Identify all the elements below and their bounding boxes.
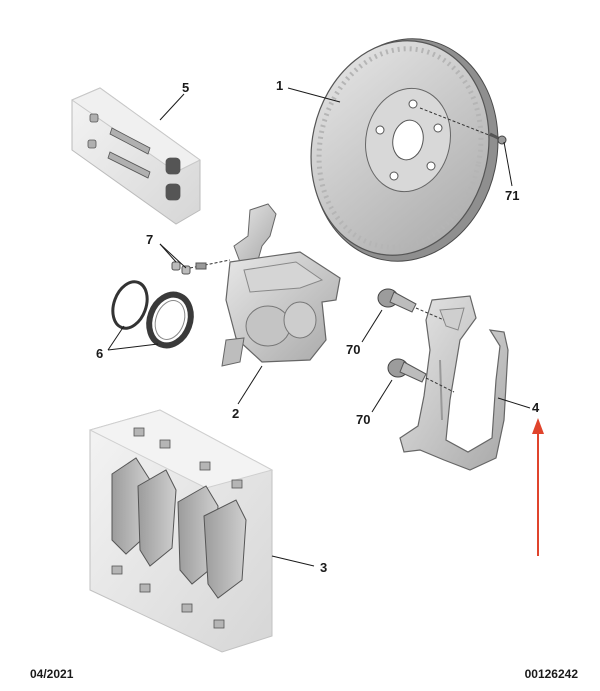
- callout-4: 4: [532, 400, 540, 415]
- reference-number: 00126242: [524, 667, 578, 681]
- callout-5: 5: [182, 80, 189, 95]
- bleed-screw: [171, 259, 231, 275]
- callout-7: 7: [146, 232, 153, 247]
- callout-3: 3: [320, 560, 327, 575]
- carrier-bolt-upper: [377, 288, 445, 321]
- guide-pin-kit: [70, 87, 201, 225]
- piston-seal-kit: [111, 280, 194, 349]
- brake-disc: [310, 38, 499, 262]
- callout-1: 1: [276, 78, 283, 93]
- callout-2: 2: [232, 406, 239, 421]
- callout-6: 6: [96, 346, 103, 361]
- callout-70-upper: 70: [346, 342, 360, 357]
- carrier-bolt-lower: [387, 358, 455, 393]
- caliper-carrier-bracket: [399, 295, 509, 471]
- highlight-arrow: [532, 418, 544, 556]
- leader-lines: [107, 87, 531, 567]
- brake-caliper: [221, 203, 341, 367]
- callout-71: 71: [505, 188, 519, 203]
- date-code: 04/2021: [30, 667, 74, 681]
- callout-70-lower: 70: [356, 412, 370, 427]
- brake-pad-set: [88, 409, 274, 653]
